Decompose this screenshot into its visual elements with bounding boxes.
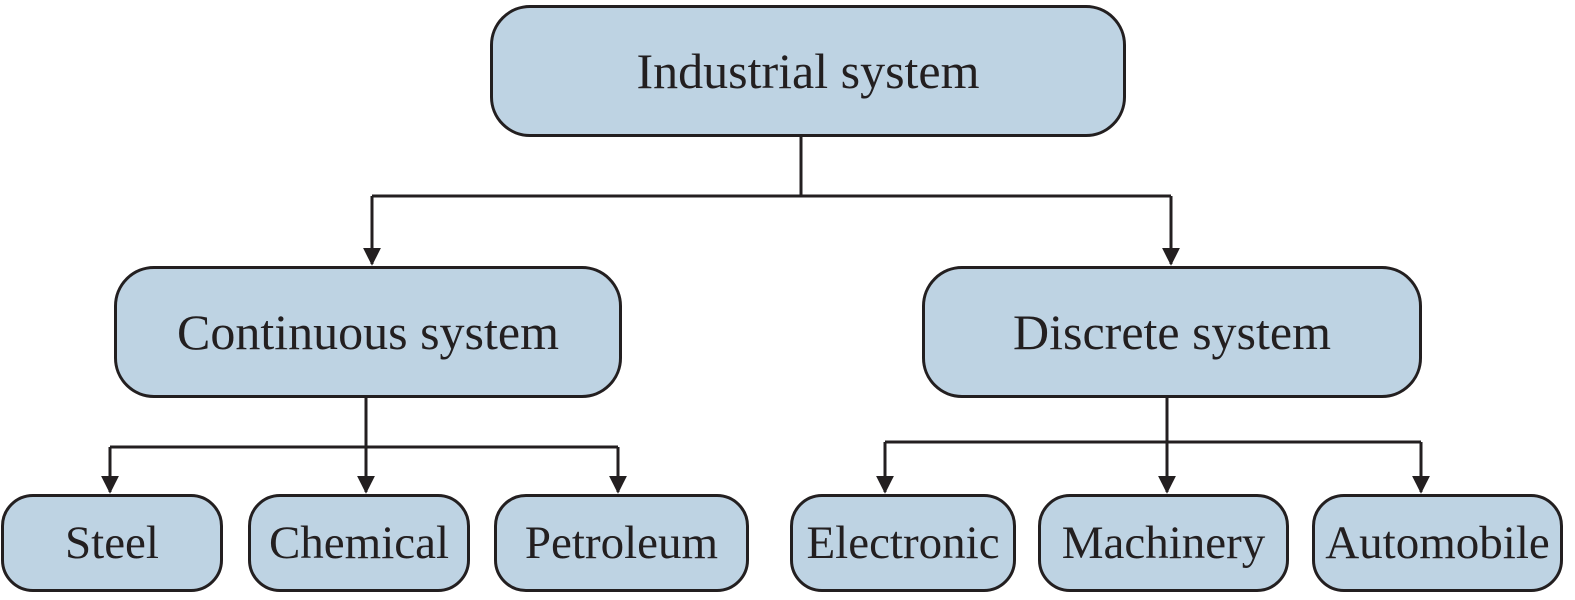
root-node-label: Industrial system [636, 43, 980, 99]
electronic-label: Electronic [806, 517, 1000, 569]
steel-label: Steel [65, 517, 159, 569]
continuous-system-node: Continuous system [114, 266, 622, 398]
discrete-system-node: Discrete system [922, 266, 1422, 398]
chemical-node: Chemical [248, 494, 470, 592]
continuous-system-label: Continuous system [177, 304, 559, 360]
petroleum-node: Petroleum [494, 494, 749, 592]
root-node: Industrial system [490, 5, 1126, 137]
automobile-label: Automobile [1325, 517, 1550, 569]
chemical-label: Chemical [268, 517, 450, 569]
petroleum-label: Petroleum [524, 517, 719, 569]
discrete-system-label: Discrete system [1013, 304, 1331, 360]
electronic-node: Electronic [790, 494, 1016, 592]
machinery-node: Machinery [1038, 494, 1289, 592]
steel-node: Steel [1, 494, 223, 592]
automobile-node: Automobile [1312, 494, 1563, 592]
machinery-label: Machinery [1061, 517, 1266, 569]
